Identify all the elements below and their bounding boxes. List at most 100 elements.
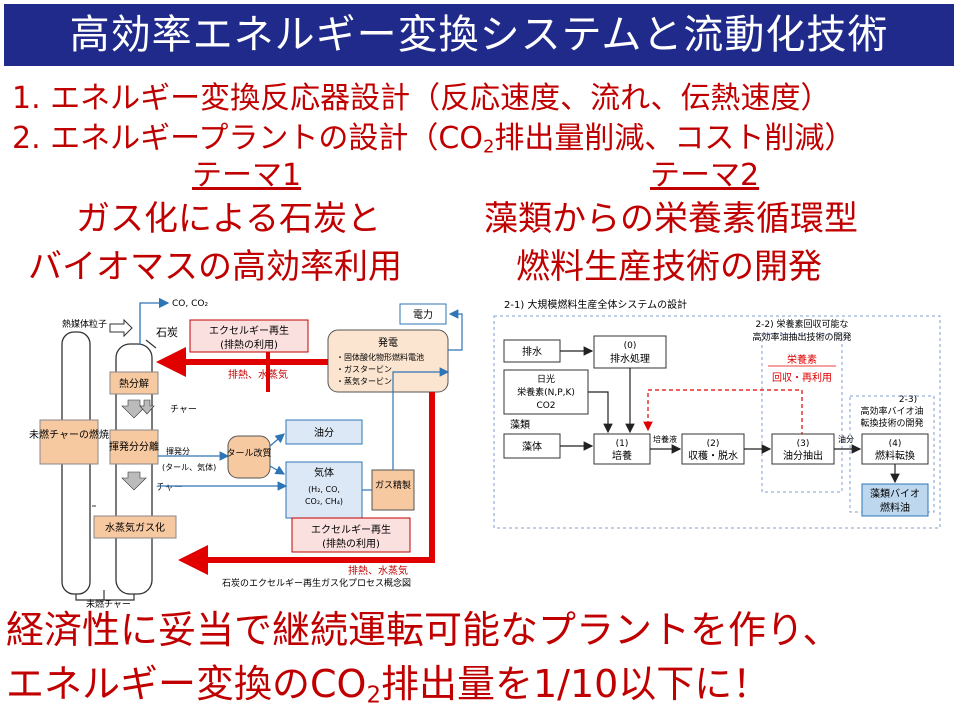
nutrient-title-1: 2-2) 栄養素回収可能な <box>755 318 848 330</box>
algae-body-label: 藻体 <box>522 440 542 453</box>
step0-box <box>593 335 667 369</box>
caption: 石炭のエクセルギー再生ガス化プロセス概念図 <box>222 577 411 589</box>
wastewater-label: 排水 <box>522 345 542 358</box>
generation-item-2: ・ガスタービン <box>336 364 392 374</box>
exergy-bottom-label: エクセルギー再生 <box>311 523 391 536</box>
gas-arrow <box>269 465 286 475</box>
char-label-2: チャー <box>156 482 183 493</box>
conclusion-line-2: エネルギー変換のCO2排出量を1/10以下に！ <box>6 660 770 720</box>
generation-item-1: ・固体酸化物形燃料電池 <box>336 352 424 362</box>
algae-fuel-system-diagram: 2-1) 大規模燃料生産全体システムの設計 2-2) 栄養素回収可能な 高効率油… <box>493 298 941 529</box>
step4-box <box>861 433 929 465</box>
theme2-label: テーマ2 <box>650 158 760 193</box>
step3-num: (3) <box>797 439 810 449</box>
sunlight-label: 日光 <box>537 373 555 385</box>
step2-num: (2) <box>707 439 720 449</box>
step0-num: (0) <box>624 341 637 351</box>
recovery-label-1: 栄養素 <box>787 353 817 366</box>
unburned-char-loop <box>75 594 135 601</box>
conclusion-line-2-b: 排出量を1/10以下に！ <box>380 662 771 706</box>
gas-to-power-arrow <box>392 367 450 470</box>
point-2-text-b: 排出量削減、コスト削減） <box>494 121 855 156</box>
exhaust-bottom-label: 排熱、水蒸気 <box>348 564 408 577</box>
co-co2-arrow <box>139 297 170 345</box>
tar-reform-box <box>227 435 271 479</box>
conv-title-3: 転換技術の開発 <box>860 417 923 429</box>
char-label-1: チャー <box>170 404 197 415</box>
electricity-label: 電力 <box>413 308 433 321</box>
gas-refine-label: ガス精製 <box>375 479 411 491</box>
conclusion-line-2-sub: 2 <box>366 682 381 709</box>
point-2-sub: 2 <box>482 136 495 158</box>
exhaust-arrow-bottom <box>178 392 435 575</box>
exergy-regeneration-top-box <box>189 319 309 353</box>
step3-box <box>771 433 835 465</box>
step4-num: (4) <box>889 439 902 449</box>
fuel-label-1: 藻類バイオ <box>870 487 920 500</box>
nutrient-title-2: 高効率油抽出技術の開発 <box>752 331 851 343</box>
theme1-label: テーマ1 <box>192 158 302 193</box>
steam-gasification-box <box>93 515 177 539</box>
heat-carrier-label: 熱媒体粒子 <box>62 318 107 330</box>
volatiles-sub-label: (タール、気体) <box>162 462 216 472</box>
step1-box <box>593 433 651 465</box>
point-1-text: エネルギー変換反応器設計（反応速度、流れ、伝熱速度） <box>50 81 831 116</box>
coal-label: 石炭 <box>156 326 178 339</box>
power-arrow <box>448 309 463 351</box>
step0-label: 排水処理 <box>610 352 650 365</box>
pyrolysis-box <box>109 371 159 395</box>
pyrolysis-label: 熱分解 <box>119 377 149 390</box>
heat-carrier-arrow <box>109 318 133 338</box>
theme2-line2: 燃料生産技術の開発 <box>516 247 822 287</box>
co2-label: CO2 <box>536 401 555 411</box>
down-arrow-2 <box>121 471 147 491</box>
generation-item-3: ・蒸気タービン <box>336 376 392 386</box>
oil-box <box>285 419 363 445</box>
unburned-char-combustion-box <box>39 419 99 465</box>
down-arrow-1 <box>121 399 147 419</box>
nutrient-boundary <box>761 333 843 493</box>
recovery-arrow <box>643 389 803 436</box>
volatiles-label: 揮発分 <box>166 446 190 456</box>
theme1-line2: バイオマスの高効率利用 <box>28 247 402 287</box>
conv-title-1: 2-3) <box>899 395 917 405</box>
system-title: 2-1) 大規模燃料生産全体システムの設計 <box>504 298 687 311</box>
fuel-label-2: 燃料油 <box>880 501 910 514</box>
volatiles-separation-box <box>109 429 159 465</box>
co-co2-label: CO, CO₂ <box>172 299 208 309</box>
exergy-bottom-sub-label: (排熱の利用) <box>322 537 380 550</box>
gasification-process-diagram: 未燃チャーの燃焼 熱媒体粒子 石炭 熱分解 チャー 揮発分分離 チャー 水蒸気ガ… <box>29 297 463 610</box>
exhaust-top-label: 排熱、水蒸気 <box>228 368 288 381</box>
nutrients-label: 栄養素(N,P,K) <box>517 386 575 398</box>
inputs-box <box>503 369 589 415</box>
gas-comp-2: CO₂, CH₄) <box>305 497 343 506</box>
oil-arrow <box>269 433 285 447</box>
exergy-top-sub-label: (排熱の利用) <box>220 338 278 351</box>
exergy-regeneration-bottom-box <box>291 517 411 553</box>
gas-box <box>285 461 363 519</box>
conclusion-line-1: 経済性に妥当で継続運転可能なプラントを作り、 <box>6 608 841 652</box>
conclusion-line-2-a: エネルギー変換のCO <box>6 662 367 706</box>
generation-title: 発電 <box>378 336 398 349</box>
exergy-top-label: エクセルギー再生 <box>209 324 289 337</box>
unburned-char-label: 未燃チャー <box>86 598 131 610</box>
step2-label: 収穫・脱水 <box>688 449 738 462</box>
algae-body-box <box>503 433 561 459</box>
culture-liquid-label: 培養液 <box>653 434 677 444</box>
theme1-line1: ガス化による石炭と <box>76 199 381 239</box>
gas-label: 気体 <box>314 466 334 479</box>
fuel-box <box>861 483 929 517</box>
coal-feed-line <box>145 339 157 349</box>
down-arrow-1b <box>139 399 155 415</box>
step1-num: (1) <box>616 439 629 449</box>
steam-gasification-label: 水蒸気ガス化 <box>105 521 165 534</box>
point-1-number: 1. <box>12 81 41 116</box>
volatiles-separation-label: 揮発分分離 <box>109 440 159 453</box>
unburned-char-burn-label: 未燃チャーの燃焼 <box>29 428 109 441</box>
tar-reform-label: タール改質 <box>226 447 271 459</box>
point-1: 1. エネルギー変換反応器設計（反応速度、流れ、伝熱速度） <box>12 82 830 116</box>
inputs-arrow <box>588 391 613 434</box>
theme2-line1: 藻類からの栄養素循環型 <box>484 199 858 239</box>
algae-label: 藻類 <box>510 418 530 431</box>
oil-label: 油分 <box>314 426 334 439</box>
